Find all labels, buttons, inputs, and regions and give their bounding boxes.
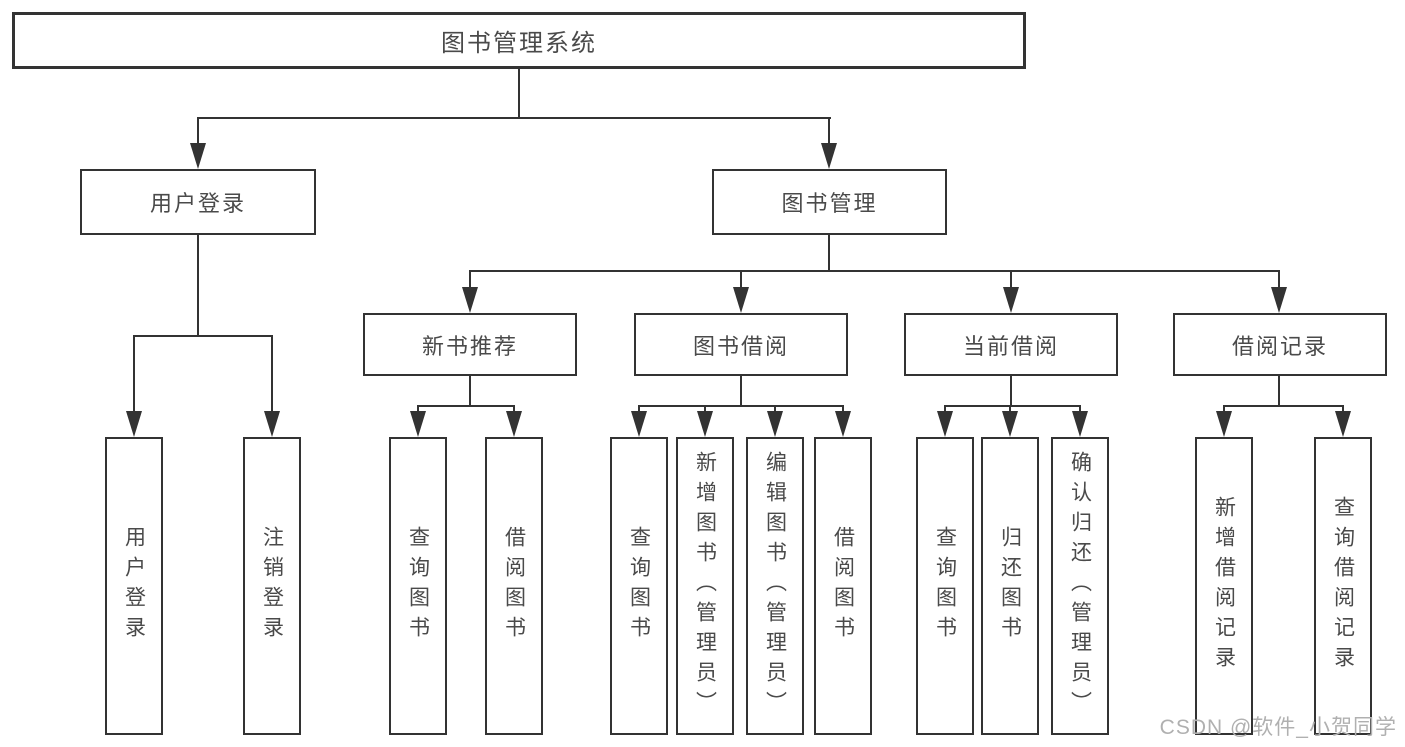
node-library-system-label: 图书管理系统 [441, 30, 597, 57]
node-new-book-recommend-label: 新书推荐 [421, 333, 518, 359]
connector-line [1278, 270, 1280, 290]
arrowhead [1216, 411, 1232, 437]
connector-line [828, 117, 830, 147]
leaf-query-books-recommend-label: 查询图书 [406, 526, 430, 646]
arrowhead [1002, 411, 1018, 437]
connector-line [1278, 376, 1280, 406]
connector-line [1223, 405, 1225, 415]
connector-line [774, 405, 776, 415]
leaf-logout: 注销登录 [243, 437, 301, 735]
node-current-borrowing: 当前借阅 [904, 313, 1118, 376]
node-book-borrowing-label: 图书借阅 [692, 333, 789, 359]
connector-line [133, 335, 135, 413]
connector-line [1010, 376, 1012, 406]
connector-line [1342, 405, 1344, 415]
leaf-add-books-admin: 新增图书（管理员） [676, 437, 734, 735]
node-borrow-records-label: 借阅记录 [1231, 333, 1328, 359]
csdn-watermark: CSDN @软件_小贺同学 [1159, 716, 1397, 739]
arrowhead [126, 411, 142, 437]
connector-line [417, 405, 419, 415]
leaf-edit-books-admin: 编辑图书（管理员） [746, 437, 804, 735]
connector-line [469, 270, 471, 290]
arrowhead [1335, 411, 1351, 437]
node-book-management-label: 图书管理 [781, 191, 878, 216]
connector-line [513, 405, 515, 415]
node-book-management: 图书管理 [712, 169, 947, 235]
leaf-query-books-borrowing-label: 查询图书 [627, 526, 651, 646]
connector-line [944, 405, 1081, 407]
connector-line [417, 405, 515, 407]
connector-line [133, 335, 273, 337]
connector-line [828, 235, 830, 271]
leaf-user-login-label: 用户登录 [122, 526, 146, 646]
leaf-confirm-return-admin-label: 确认归还（管理员） [1068, 451, 1092, 721]
arrowhead [767, 411, 783, 437]
leaf-borrow-books: 借阅图书 [814, 437, 872, 735]
node-borrow-records: 借阅记录 [1173, 313, 1387, 376]
leaf-edit-books-admin-label: 编辑图书（管理员） [763, 451, 787, 721]
node-user-login-label: 用户登录 [149, 191, 246, 216]
leaf-add-borrow-record: 新增借阅记录 [1195, 437, 1253, 735]
node-book-borrowing: 图书借阅 [634, 313, 848, 376]
arrowhead [631, 411, 647, 437]
connector-line [469, 270, 1280, 272]
leaf-return-books-label: 归还图书 [998, 526, 1022, 646]
node-user-login: 用户登录 [80, 169, 316, 235]
connector-line [704, 405, 706, 415]
leaf-return-books: 归还图书 [981, 437, 1039, 735]
arrowhead [821, 143, 837, 169]
connector-line [740, 376, 742, 406]
connector-line [638, 405, 844, 407]
connector-line [271, 335, 273, 413]
leaf-query-books-current-label: 查询图书 [933, 526, 957, 646]
arrowhead [462, 287, 478, 313]
connector-line [638, 405, 640, 415]
arrowhead [1072, 411, 1088, 437]
connector-line [469, 376, 471, 406]
arrowhead [190, 143, 206, 169]
connector-line [740, 270, 742, 290]
arrowhead [506, 411, 522, 437]
node-library-system: 图书管理系统 [12, 12, 1026, 69]
leaf-query-books-recommend: 查询图书 [389, 437, 447, 735]
arrowhead [697, 411, 713, 437]
leaf-add-books-admin-label: 新增图书（管理员） [693, 451, 717, 721]
arrowhead [264, 411, 280, 437]
arrowhead [410, 411, 426, 437]
leaf-confirm-return-admin: 确认归还（管理员） [1051, 437, 1109, 735]
leaf-query-borrow-record: 查询借阅记录 [1314, 437, 1372, 735]
leaf-query-borrow-record-label: 查询借阅记录 [1331, 496, 1355, 676]
arrowhead [937, 411, 953, 437]
leaf-borrow-books-recommend-label: 借阅图书 [502, 526, 526, 646]
arrowhead [733, 287, 749, 313]
connector-line [842, 405, 844, 415]
connector-line [518, 69, 520, 118]
leaf-borrow-books-recommend: 借阅图书 [485, 437, 543, 735]
connector-line [944, 405, 946, 415]
connector-line [1079, 405, 1081, 415]
leaf-query-books-current: 查询图书 [916, 437, 974, 735]
leaf-borrow-books-label: 借阅图书 [831, 526, 855, 646]
connector-line [1223, 405, 1343, 407]
node-new-book-recommend: 新书推荐 [363, 313, 577, 376]
arrowhead [1271, 287, 1287, 313]
leaf-add-borrow-record-label: 新增借阅记录 [1212, 496, 1236, 676]
leaf-logout-label: 注销登录 [260, 526, 284, 646]
connector-line [197, 235, 199, 336]
connector-line [197, 117, 831, 119]
connector-line [197, 117, 199, 147]
leaf-user-login: 用户登录 [105, 437, 163, 735]
connector-line [1010, 270, 1012, 290]
leaf-query-books-borrowing: 查询图书 [610, 437, 668, 735]
connector-line [1009, 405, 1011, 415]
node-current-borrowing-label: 当前借阅 [962, 333, 1059, 359]
arrowhead [835, 411, 851, 437]
arrowhead [1003, 287, 1019, 313]
